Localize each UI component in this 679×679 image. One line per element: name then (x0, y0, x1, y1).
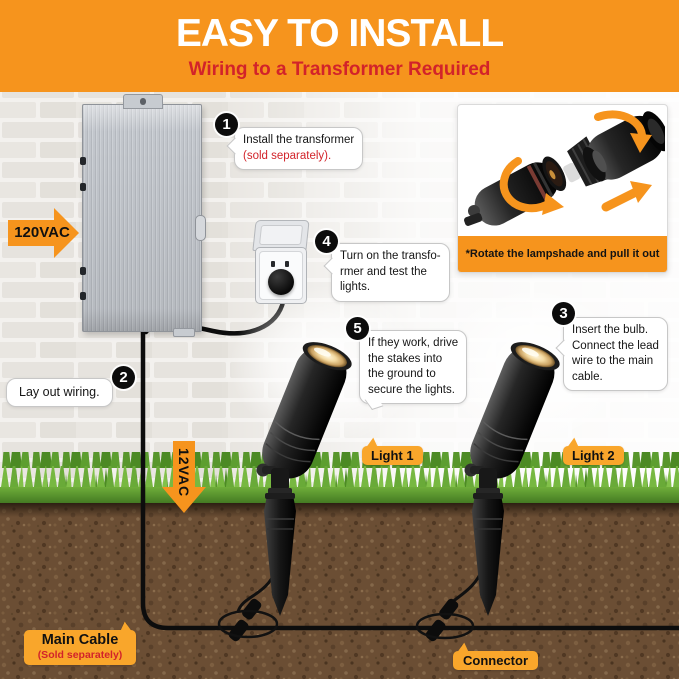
arrow-body (173, 441, 195, 487)
inset-caption: *Rotate the lampshade and pull it out (458, 236, 667, 272)
light-2-tag: Light 2 (563, 436, 624, 465)
step-1-badge: 1 (215, 113, 238, 136)
bottom-tab (173, 328, 195, 337)
voltage-120vac-label: 120VAC (14, 224, 70, 241)
step-2-bubble: Lay out wiring. (6, 378, 113, 407)
mounting-hole (140, 98, 146, 105)
step-3-bubble: Insert the bulb. Connect the lead wire t… (555, 317, 668, 392)
voltage-12vac-arrow: 12VAC (162, 441, 206, 513)
page-title: EASY TO INSTALL (175, 11, 504, 55)
light-1-label: Light 1 (371, 448, 414, 463)
light-1-tag: Light 1 (362, 436, 423, 465)
step-5-text: If they work, drive (368, 337, 459, 349)
outlet-cover-inner (259, 225, 304, 245)
outlet-slot (271, 261, 275, 267)
step-5-text: the stakes into (368, 352, 443, 365)
light-body (474, 156, 567, 226)
main-cable-tag: Main Cable (Sold separately) (24, 620, 136, 665)
voltage-120vac-arrow: 120VAC (8, 208, 80, 258)
step-4-bubble: Turn on the transfo- rmer and test the l… (323, 243, 450, 302)
step-1-text: Install the transformer (243, 134, 355, 146)
tag-pointer (116, 620, 132, 634)
page-subtitle: Wiring to a Transformer Required (188, 58, 491, 80)
transformer-box (80, 94, 206, 337)
step-4-text: Turn on the transfo- (340, 250, 441, 262)
knockout-hole (80, 157, 86, 165)
main-cable-wire (140, 330, 679, 631)
knockout-hole (80, 267, 86, 275)
tag-pointer (457, 641, 473, 655)
mount-base (464, 213, 483, 226)
knockout-hole (80, 292, 86, 300)
step-2-text: Lay out wiring. (19, 385, 100, 399)
light-2-label: Light 2 (572, 448, 615, 463)
step-5-text: the ground to (368, 368, 436, 381)
lampshade-inset: *Rotate the lampshade and pull it out (457, 104, 668, 273)
main-cable-note: (Sold separately) (37, 648, 123, 661)
step-1-bubble: Install the transformer (sold separately… (226, 127, 364, 171)
knockout-hole (80, 183, 86, 191)
outdoor-outlet (252, 220, 310, 304)
lampshade (582, 111, 667, 182)
tag-pointer (567, 436, 583, 450)
step-5-text: secure the lights. (368, 383, 455, 396)
banner: EASY TO INSTALL Wiring to a Transformer … (0, 0, 679, 92)
step-3-text: wire to the main (572, 355, 654, 368)
step-4-text: lights. (340, 281, 371, 294)
connector-tag: Connector (453, 641, 538, 670)
main-cable-label: Main Cable (41, 632, 119, 648)
step-3-badge: 3 (552, 302, 575, 325)
arrow-head (162, 487, 206, 513)
connector-label: Connector (463, 653, 528, 668)
connector-2 (415, 567, 485, 642)
step-3-text: Connect the lead (572, 339, 659, 352)
step-3-text: cable. (572, 370, 603, 383)
step-5-badge: 5 (346, 317, 369, 340)
step-4-badge: 4 (315, 230, 338, 253)
power-plug (268, 269, 294, 295)
step-5-bubble: If they work, drive the stakes into the … (359, 330, 468, 411)
tag-pointer (366, 436, 382, 450)
rotation-arrows (499, 110, 652, 215)
arrow-body (8, 220, 54, 246)
step-4-text: rmer and test the (340, 265, 427, 278)
mounting-tab (123, 94, 163, 109)
arrow-head (54, 208, 79, 258)
outlet-slot (285, 261, 289, 267)
step-3-text: Insert the bulb. (572, 324, 649, 336)
latch (195, 215, 206, 241)
voltage-12vac-label: 12VAC (176, 448, 192, 498)
step-2-badge: 2 (112, 366, 135, 389)
exploded-light-graphic (464, 110, 667, 226)
step-1-note: (sold separately). (243, 149, 332, 162)
